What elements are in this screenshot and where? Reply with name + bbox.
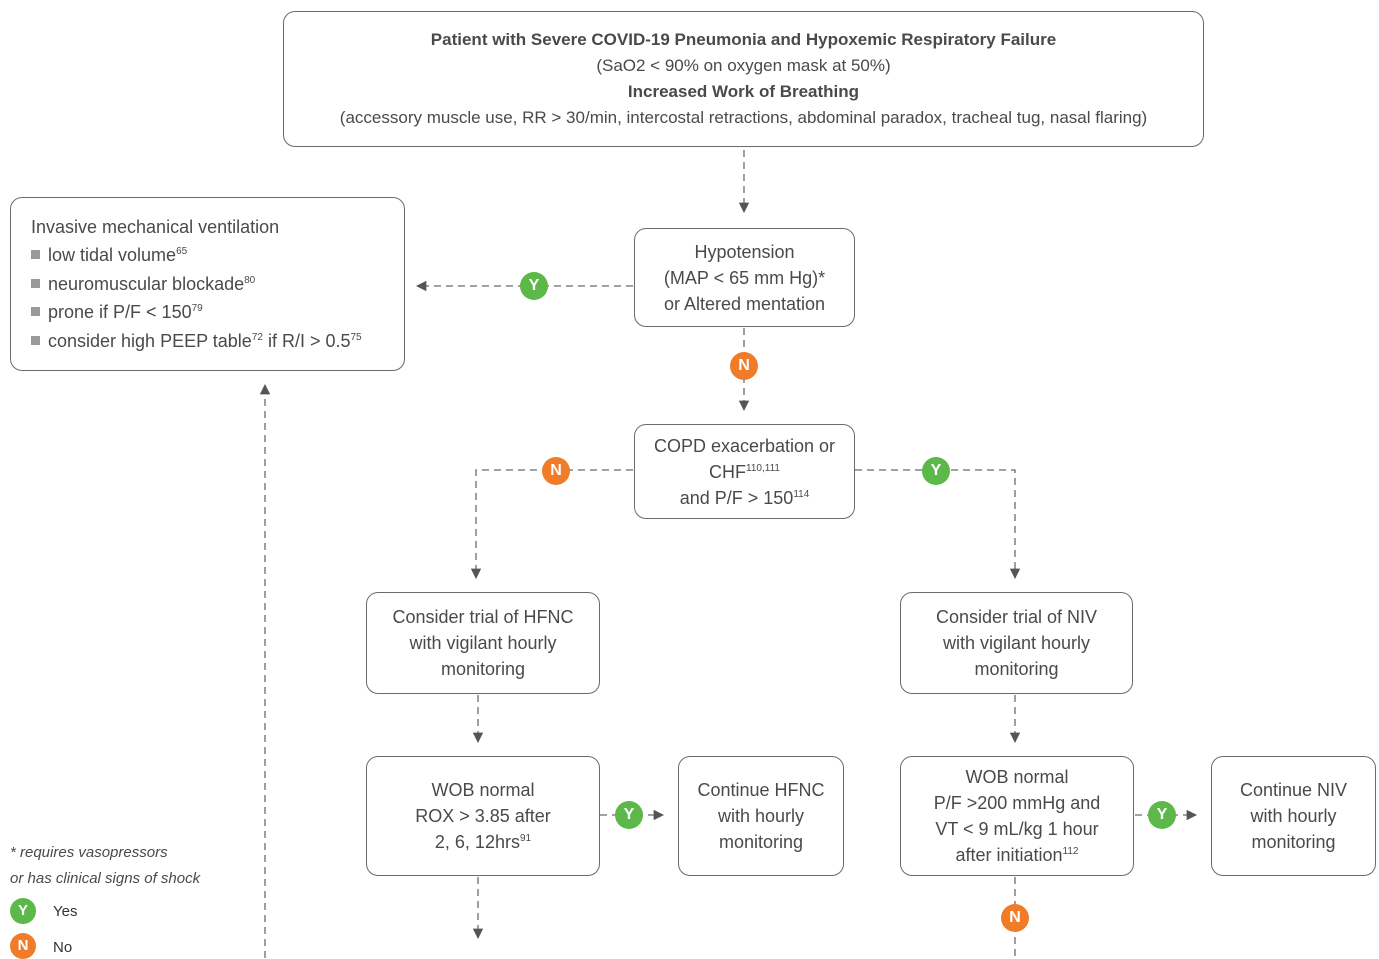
footnote-line-1: * requires vasopressors	[10, 844, 168, 861]
continue-hfnc-line-3: monitoring	[718, 832, 804, 852]
sao2-criteria: (SaO2 < 90% on oxygen mask at 50%)	[596, 56, 891, 75]
ivm-title: Invasive mechanical ventilation	[31, 216, 280, 237]
wob-signs: (accessory muscle use, RR > 30/min, inte…	[339, 108, 1148, 127]
hfnc-line-1: Consider trial of HFNC	[392, 607, 574, 627]
wob-niv-line-3: VT < 9 mL/kg 1 hour	[935, 819, 1099, 839]
connector-copd-to-hfnc	[470, 469, 633, 580]
copd-line-2: CHF110,111	[709, 461, 780, 482]
continue-niv-line-1: Continue NIV	[1239, 780, 1348, 800]
hypotension-line-2: (MAP < 65 mm Hg)*	[663, 267, 826, 288]
niv-trial-box: Consider trial of NIV with vigilant hour…	[900, 592, 1133, 694]
ivm-bullet-blockade: neuromuscular blockade80	[31, 270, 255, 299]
continue-niv-line-3: monitoring	[1251, 832, 1336, 852]
wob-niv-line-4: after initiation112	[955, 845, 1079, 865]
ivm-bullet-tidal: low tidal volume65	[31, 241, 187, 270]
invasive-ventilation-box: Invasive mechanical ventilation low tida…	[10, 197, 405, 371]
continue-niv-line-2: with hourly	[1250, 806, 1337, 826]
no-badge-niv: N	[1001, 904, 1029, 932]
ivm-bullet-prone: prone if P/F < 15079	[31, 298, 203, 327]
no-badge-copd: N	[542, 457, 570, 485]
wob-niv-box: WOB normal P/F >200 mmHg and VT < 9 mL/k…	[900, 756, 1134, 876]
hypotension-box: Hypotension (MAP < 65 mm Hg)* or Altered…	[634, 228, 855, 327]
continue-hfnc-line-1: Continue HFNC	[697, 780, 825, 800]
square-bullet-icon	[31, 250, 40, 260]
continue-hfnc-line-2: with hourly	[717, 806, 805, 826]
wob-hfnc-line-3: 2, 6, 12hrs91	[434, 832, 532, 852]
square-bullet-icon	[31, 307, 40, 317]
ivm-bullet-peep: consider high PEEP table72 if R/I > 0.57…	[31, 327, 362, 356]
copd-chf-box: COPD exacerbation or CHF110,111 and P/F …	[634, 424, 855, 519]
connector-copd-to-niv	[855, 469, 1021, 580]
copd-line-1: COPD exacerbation or	[653, 435, 836, 456]
hypotension-line-1: Hypotension	[694, 241, 795, 262]
wob-hfnc-line-2: ROX > 3.85 after	[415, 806, 551, 826]
wob-niv-line-1: WOB normal	[965, 767, 1069, 787]
niv-line-1: Consider trial of NIV	[935, 607, 1098, 627]
copd-line-3: and P/F > 150114	[679, 487, 810, 508]
yes-badge-copd: Y	[922, 457, 950, 485]
wob-title: Increased Work of Breathing	[627, 82, 860, 101]
square-bullet-icon	[31, 278, 40, 288]
wob-hfnc-box: WOB normal ROX > 3.85 after 2, 6, 12hrs9…	[366, 756, 600, 876]
footnote-line-2: or has clinical signs of shock	[10, 870, 201, 887]
patient-presentation-box: Patient with Severe COVID-19 Pneumonia a…	[283, 11, 1204, 147]
legend-no-label: No	[53, 939, 73, 956]
yes-badge-hfnc: Y	[615, 801, 643, 829]
niv-line-3: monitoring	[974, 659, 1059, 679]
no-badge-hypotension: N	[730, 352, 758, 380]
hfnc-line-3: monitoring	[440, 659, 526, 679]
continue-hfnc-box: Continue HFNC with hourly monitoring	[678, 756, 844, 876]
legend-yes-label: Yes	[53, 903, 78, 920]
hypotension-line-3: or Altered mentation	[663, 293, 826, 314]
niv-line-2: with vigilant hourly	[942, 633, 1091, 653]
hfnc-trial-box: Consider trial of HFNC with vigilant hou…	[366, 592, 600, 694]
yes-badge-niv: Y	[1148, 801, 1176, 829]
yes-badge-hypotension: Y	[520, 272, 548, 300]
legend-no-badge: N	[10, 933, 36, 959]
patient-title: Patient with Severe COVID-19 Pneumonia a…	[430, 30, 1057, 49]
wob-niv-line-2: P/F >200 mmHg and	[933, 793, 1101, 813]
hfnc-line-2: with vigilant hourly	[409, 633, 557, 653]
wob-hfnc-line-1: WOB normal	[431, 780, 535, 800]
square-bullet-icon	[31, 335, 40, 345]
legend-yes-badge: Y	[10, 898, 36, 924]
continue-niv-box: Continue NIV with hourly monitoring	[1211, 756, 1376, 876]
